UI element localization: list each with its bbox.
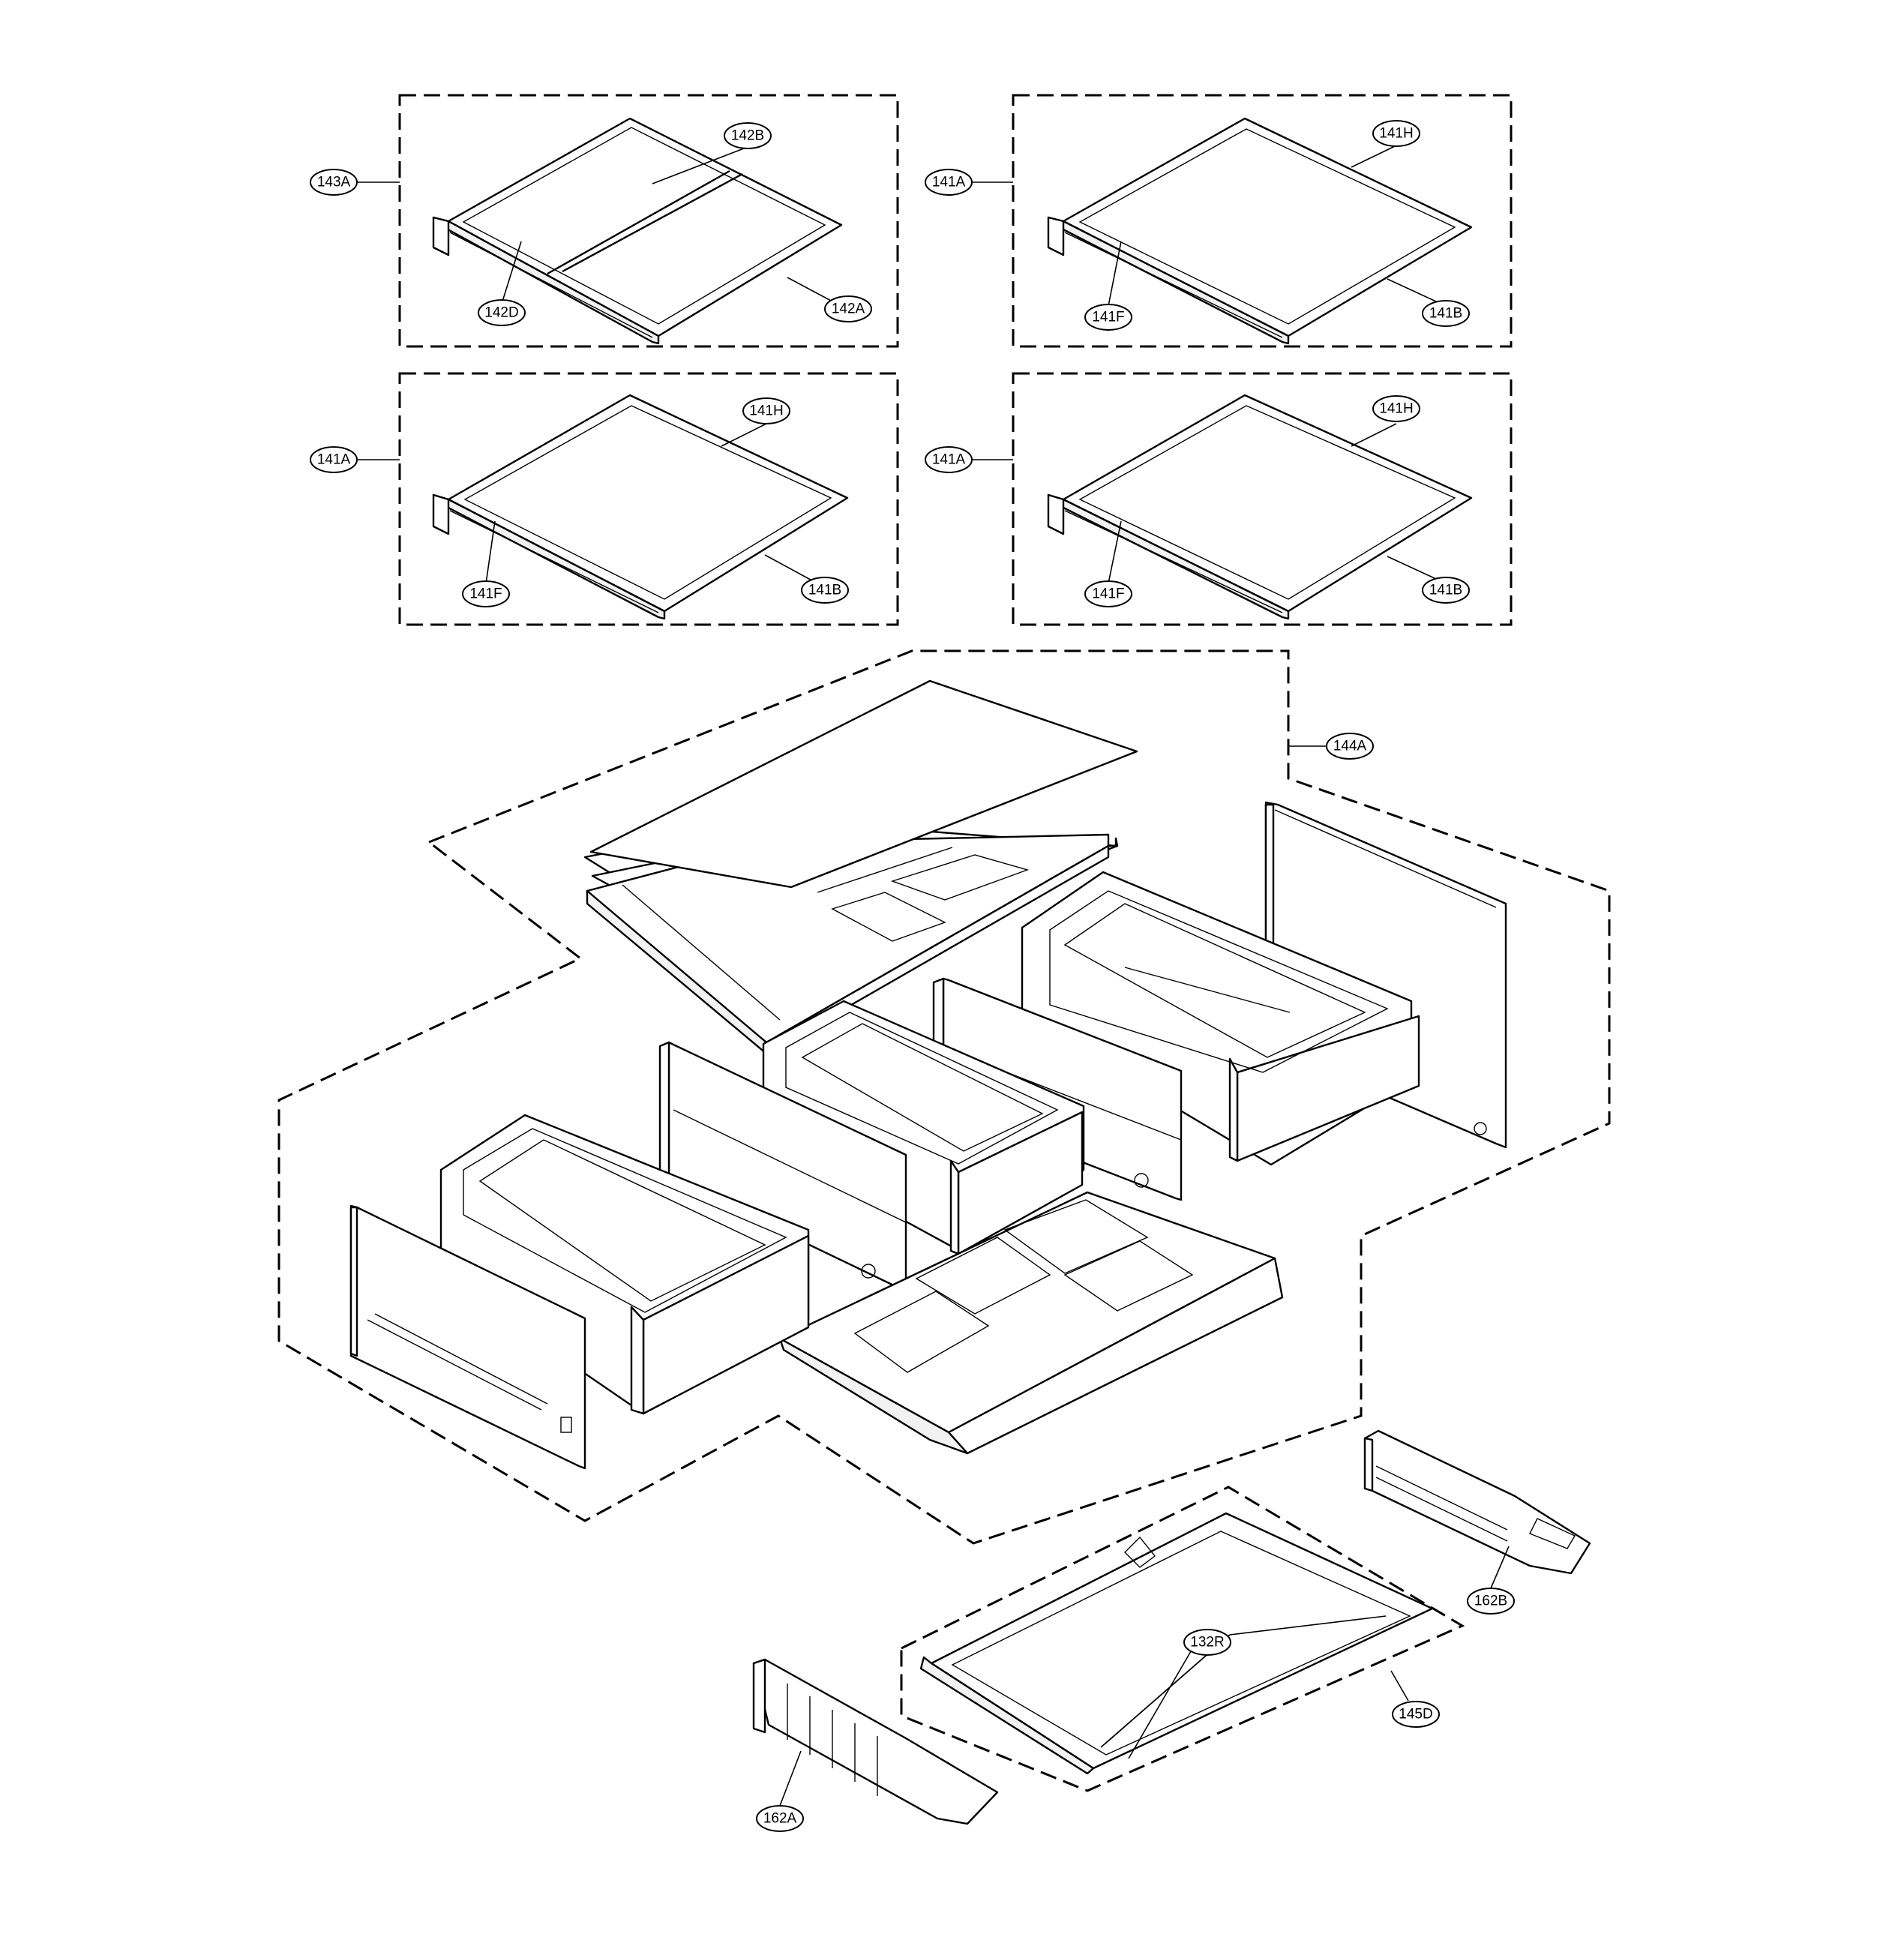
- callout-145D: 145D: [1392, 1701, 1440, 1728]
- crisper-left-side-panel: [349, 1204, 586, 1470]
- svg-text:141A: 141A: [317, 452, 351, 468]
- callout-141H-mid-right: 141H: [1372, 395, 1420, 422]
- shelf-group-143A: [398, 94, 899, 348]
- crisper-drawer-right: [1021, 871, 1420, 1166]
- svg-text:142B: 142B: [731, 128, 764, 144]
- group-border: [1012, 94, 1513, 348]
- callout-141B-mid-right: 141B: [1422, 577, 1470, 604]
- crisper-drawer-left: [439, 1114, 810, 1415]
- crisper-assembly-144A: [277, 649, 1611, 1545]
- svg-text:162A: 162A: [763, 1811, 797, 1827]
- callout-141A-mid-right: 141A: [925, 446, 973, 473]
- svg-text:142D: 142D: [484, 305, 518, 321]
- callout-141F-mid-left: 141F: [462, 580, 510, 607]
- callout-132R: 132R: [1183, 1629, 1231, 1656]
- callout-162A: 162A: [756, 1805, 804, 1832]
- crisper-bottom-tray: [778, 1191, 1284, 1455]
- svg-text:141B: 141B: [1429, 583, 1462, 598]
- callout-143A: 143A: [310, 169, 358, 196]
- svg-text:143A: 143A: [317, 175, 351, 190]
- callout-141B-mid-left: 141B: [801, 577, 849, 604]
- shelf-group-141A-top-right: [1012, 94, 1513, 348]
- shelf-group-141A-mid-right: [1012, 372, 1513, 626]
- assembly-border: [277, 649, 1611, 1545]
- callout-142A: 142A: [824, 295, 872, 322]
- deli-tray-145D: [900, 1486, 1465, 1792]
- svg-text:141F: 141F: [1092, 586, 1124, 602]
- split-glass-shelf: [432, 117, 843, 345]
- shelf-group-141A-mid-left: [398, 372, 899, 626]
- callout-141A-top-right: 141A: [925, 169, 973, 196]
- callout-144A: 144A: [1326, 733, 1374, 760]
- callout-141H-top-right: 141H: [1372, 120, 1420, 147]
- callout-162B: 162B: [1467, 1588, 1515, 1615]
- callout-141F-mid-right: 141F: [1084, 580, 1132, 607]
- group-border: [398, 372, 899, 626]
- svg-text:141A: 141A: [932, 452, 966, 468]
- crisper-cover: [583, 679, 1138, 1055]
- svg-text:141H: 141H: [1379, 126, 1413, 142]
- svg-text:141B: 141B: [1429, 306, 1462, 322]
- svg-text:141H: 141H: [1379, 401, 1413, 417]
- svg-text:141A: 141A: [932, 175, 966, 190]
- tray-border: [900, 1486, 1465, 1792]
- callout-141B-top-right: 141B: [1422, 300, 1470, 327]
- glass-shelf: [432, 394, 849, 620]
- crisper-drawer-center: [762, 1000, 1085, 1255]
- svg-text:132R: 132R: [1190, 1635, 1224, 1651]
- callout-141F-top-right: 141F: [1084, 304, 1132, 331]
- callout-141A-mid-left: 141A: [310, 446, 358, 473]
- group-border: [1012, 372, 1513, 626]
- svg-text:141H: 141H: [749, 403, 783, 419]
- leader-lines: [355, 145, 1510, 1807]
- glass-shelf: [1047, 394, 1473, 620]
- glass-shelf: [1047, 117, 1473, 345]
- svg-text:141F: 141F: [1092, 310, 1124, 325]
- svg-text:141B: 141B: [808, 583, 841, 598]
- callout-141H-mid-left: 141H: [742, 397, 790, 424]
- callout-142B: 142B: [724, 122, 772, 149]
- svg-text:144A: 144A: [1333, 739, 1367, 754]
- svg-text:141F: 141F: [469, 586, 502, 602]
- rail-cover-162B: [1363, 1429, 1591, 1575]
- svg-text:145D: 145D: [1399, 1707, 1432, 1723]
- group-border: [398, 94, 899, 348]
- svg-text:162B: 162B: [1474, 1594, 1507, 1609]
- svg-text:142A: 142A: [832, 301, 865, 317]
- rail-cover-162A: [752, 1658, 999, 1825]
- callout-142D: 142D: [478, 299, 526, 326]
